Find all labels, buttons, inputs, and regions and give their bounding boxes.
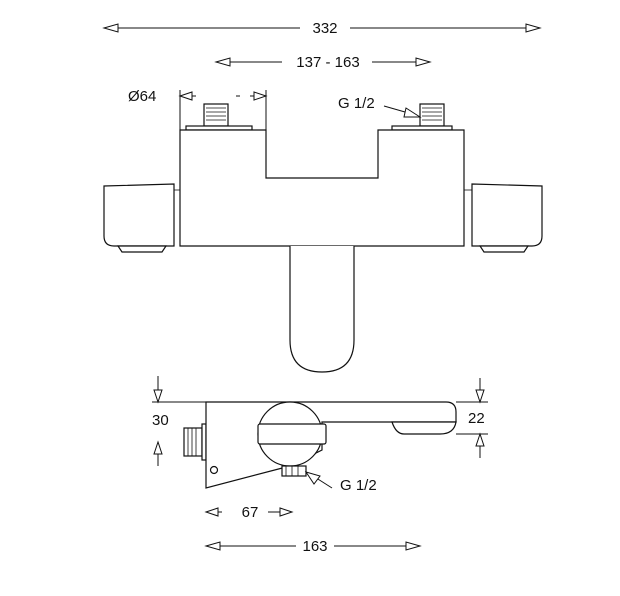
dim-depth-short: 67 xyxy=(204,504,294,521)
dim-label-67: 67 xyxy=(242,504,259,521)
dim-label-22: 22 xyxy=(468,410,485,427)
side-inlet-thread xyxy=(183,423,207,461)
thread-label-top: G 1/2 xyxy=(338,95,375,112)
dim-inlet-spacing: 137 - 163 xyxy=(214,54,432,71)
side-body xyxy=(205,401,457,489)
dim-label-163: 163 xyxy=(302,538,327,555)
right-handle xyxy=(464,183,543,253)
left-inlet-thread xyxy=(185,103,253,131)
side-spout-outlet xyxy=(391,421,457,435)
dim-depth-total: 163 xyxy=(204,538,422,555)
spout xyxy=(289,246,355,373)
front-view xyxy=(103,90,543,373)
dim-diameter: Ø64 xyxy=(128,88,268,105)
dim-label-diameter: Ø64 xyxy=(128,88,156,105)
thread-label-bottom: G 1/2 xyxy=(340,477,377,494)
label-thread-bottom: G 1/2 xyxy=(304,471,377,494)
side-knob xyxy=(209,401,327,475)
dim-label-inlet-spacing: 137 - 163 xyxy=(296,54,359,71)
side-bottom-thread xyxy=(281,465,307,477)
dim-height-right: 22 xyxy=(456,378,488,458)
left-handle xyxy=(103,183,180,253)
right-inlet-thread xyxy=(391,103,453,131)
dim-overall-width: 332 xyxy=(102,20,542,37)
dim-label-30: 30 xyxy=(152,412,169,429)
dim-label-332: 332 xyxy=(312,20,337,37)
label-thread-top: G 1/2 xyxy=(338,95,422,118)
valve-body xyxy=(179,129,465,247)
dim-height-left: 30 xyxy=(152,376,206,466)
side-view xyxy=(183,401,457,489)
